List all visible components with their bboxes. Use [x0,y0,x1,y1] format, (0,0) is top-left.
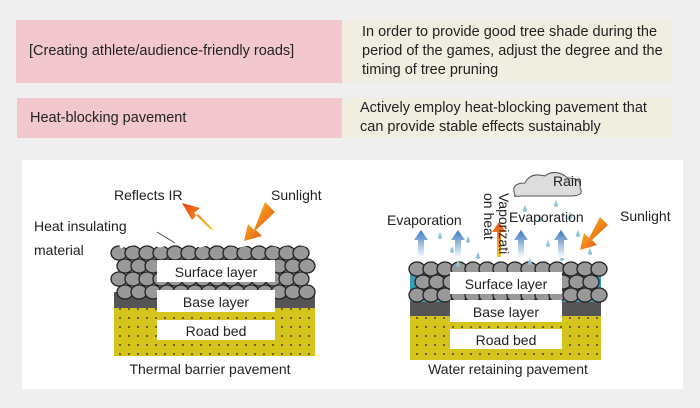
base-layer-box [450,300,562,322]
stone [298,258,316,274]
stone [590,261,608,277]
surface-layer-label: Surface layer [175,264,258,280]
sunlight-label: Sunlight [271,187,322,203]
base-layer-box [157,290,275,312]
surface-layer-label: Surface layer [465,276,548,292]
rain-drop-icon [476,252,480,259]
road-bed-label: Road bed [476,332,537,348]
base-layer-label: Base layer [473,304,539,320]
surface-layer-box [157,260,275,282]
measure-label: Heat-blocking pavement [30,109,187,126]
thermal-barrier-caption: Thermal barrier pavement [129,361,290,377]
rain-drop-icon [554,200,558,207]
sunlight-arrow-icon [244,202,275,241]
evaporation-arrow-icon [554,230,568,258]
leader-line [156,231,176,244]
stone [582,274,600,290]
heat-insulating-label: Heat insulating [34,218,127,234]
base-layer-label: Base layer [183,294,249,310]
evaporation-arrows [414,230,568,258]
rain-drop-icon [568,212,572,219]
stone [292,245,310,261]
road-bed-box [450,329,562,349]
measure-label: [Creating athlete/audience-friendly road… [29,43,295,59]
evaporation-label-left: Evaporation [387,212,462,228]
vaporization-arrow-icon [492,222,506,257]
water-retaining-caption: Water retaining pavement [428,361,588,377]
evaporation-label-right: Evaporation [509,209,584,225]
heat-insulating-label-2: material [34,242,84,258]
reflects-ir-arrow-icon [182,203,214,230]
measure-description: In order to provide good tree shade duri… [362,24,663,78]
measure-description-cell: Actively employ heat-blocking pavement t… [342,98,672,138]
rain-drop-icon [546,240,550,247]
measure-label-cell: Heat-blocking pavement [17,98,342,138]
stone [292,271,310,287]
surface-layer-box [450,272,562,294]
evaporation-arrow-icon [514,230,528,258]
rain-drop-icon [438,232,442,239]
water-retaining-diagram: Surface layer Base layer Road bed Rain S… [387,172,671,377]
measure-description: Actively employ heat-blocking pavement t… [360,100,647,135]
rain-drop-icon [450,246,454,253]
heat-insulating-coating [119,241,311,249]
evaporation-arrow-icon [414,230,428,258]
rain-drop-icon [576,230,580,237]
reflects-ir-label: Reflects IR [114,187,182,203]
rain-label: Rain [553,173,582,189]
vaporization-label: Vaporizati [496,193,512,254]
stone [590,287,608,303]
thermal-barrier-diagram: Surface layer Base layer Road bed Reflec… [34,187,322,377]
rain-drop-icon [523,205,527,212]
vaporization-label-2: on heat [481,193,497,240]
road-bed-box [157,320,275,340]
rain-drop-icon [588,248,592,255]
rain-drop-icon [528,258,532,265]
road-bed-label: Road bed [186,323,247,339]
measure-label-cell: [Creating athlete/audience-friendly road… [16,20,342,83]
sunlight-arrow-icon [580,217,608,250]
evaporation-arrow-icon [451,230,465,258]
rain-drop-icon [538,215,542,222]
stone [298,284,316,300]
sunlight-label: Sunlight [620,208,671,224]
cloud-icon [513,172,582,197]
rain-drop-icon [456,260,460,267]
rain-drop-icon [466,236,470,243]
measure-description-cell: In order to provide good tree shade duri… [342,20,672,83]
